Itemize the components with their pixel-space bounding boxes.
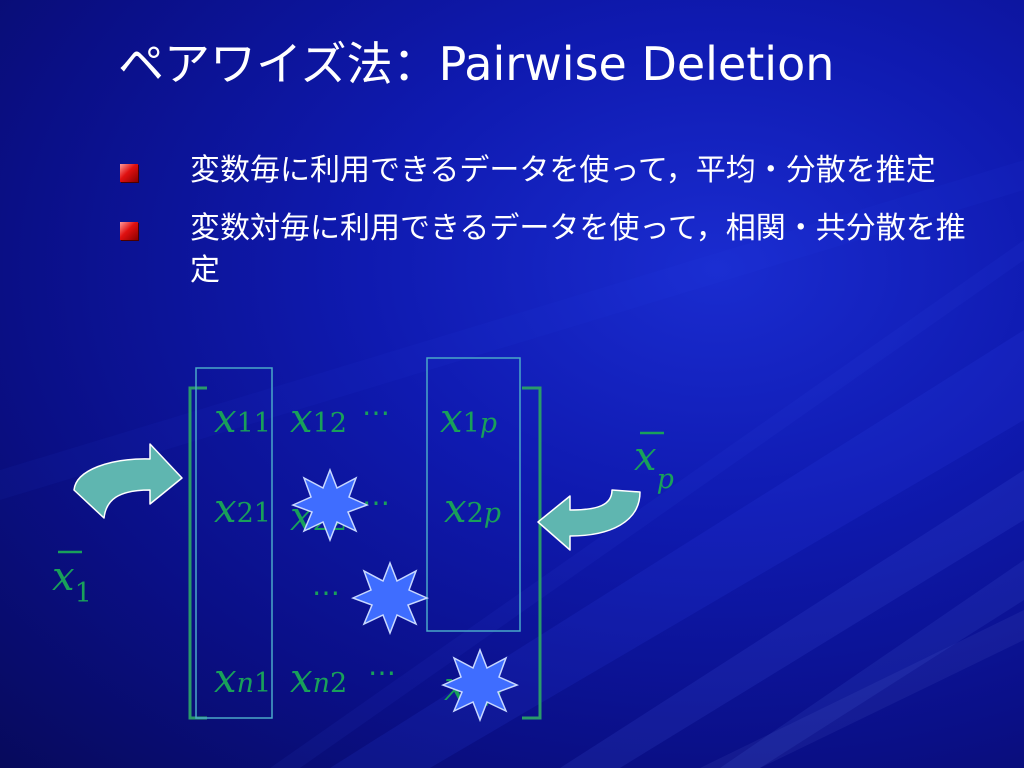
matrix-entry-x2p: x2p (444, 486, 501, 532)
missing-value-starburst-icon (351, 560, 429, 636)
bullet-text-2: 変数対毎に利用できるデータを使って，相関・共分散を推定 (190, 211, 966, 288)
right-bracket (522, 386, 542, 720)
bullet-list: 変数毎に利用できるデータを使って，平均・分散を推定 変数対毎に利用できるデータを… (118, 150, 968, 308)
matrix-entry-x1p: x1p (440, 396, 497, 442)
matrix-entry-x11: x11 (214, 396, 271, 442)
bullet-item-2: 変数対毎に利用できるデータを使って，相関・共分散を推定 (118, 208, 968, 292)
middle-ellipsis: ⋯ (312, 576, 340, 609)
left-bracket (188, 386, 207, 720)
matrix-entry-xn1: xn1 (214, 656, 271, 702)
row-1-ellipsis: ⋯ (362, 396, 390, 429)
curved-arrow-right-icon (537, 489, 641, 551)
matrix-entry-x21: x21 (214, 486, 271, 532)
missing-value-starburst-icon (291, 467, 369, 543)
bullet-text-1: 変数毎に利用できるデータを使って，平均・分散を推定 (190, 153, 936, 188)
matrix-entry-x12: x12 (290, 396, 347, 442)
bullet-item-1: 変数毎に利用できるデータを使って，平均・分散を推定 (118, 150, 968, 192)
mean-xp-label: xp (634, 434, 674, 495)
column-p-highlight-box (426, 357, 521, 632)
square-bullet-icon (120, 222, 138, 240)
slide-title: ペアワイズ法：Pairwise Deletion (118, 37, 835, 91)
column-1-highlight-box (195, 367, 273, 719)
square-bullet-icon (120, 164, 138, 182)
curved-arrow-left-icon (73, 443, 183, 519)
missing-value-starburst-icon (441, 647, 519, 723)
mean-x1-label: x1 (52, 554, 92, 609)
matrix-entry-xn2: xn2 (290, 656, 347, 702)
row-n-ellipsis: ⋯ (368, 656, 396, 689)
row-2-ellipsis: ⋯ (362, 486, 390, 519)
